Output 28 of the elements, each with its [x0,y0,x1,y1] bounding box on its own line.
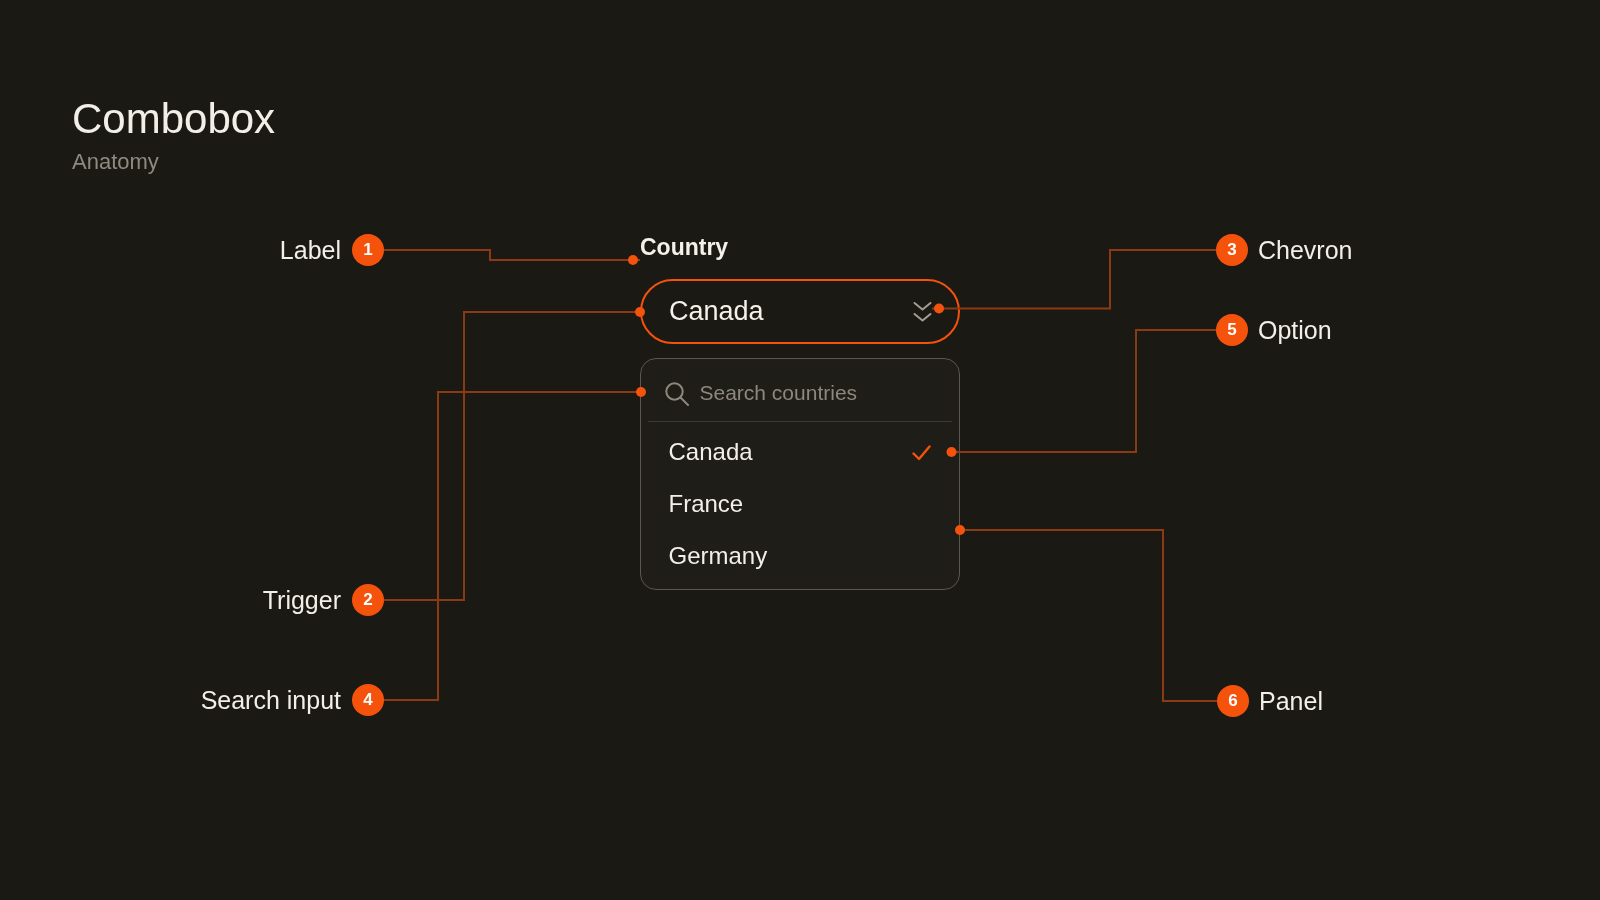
leader-line [383,307,645,601]
callout-number: 1 [352,234,384,266]
callout-number: 5 [1216,314,1248,346]
subtitle: Anatomy [72,149,159,175]
chevron-icon [913,301,932,323]
search-field: Search countries [641,359,958,421]
dropdown-field: Canada [640,279,960,344]
dropdown-option: Canada [647,425,952,478]
field-label: Country [640,234,729,260]
leader-line [955,525,1218,702]
callout-label: Trigger [262,585,341,615]
callout-label: Option [1258,315,1332,345]
callout-number: 6 [1217,685,1249,717]
leader-line [383,387,646,701]
callout-label: Label [279,235,341,265]
callout-number: 2 [352,584,384,616]
callout-number: 3 [1216,234,1248,266]
leader-line [383,249,641,265]
dropdown-panel [640,358,960,590]
callout-number: 4 [352,684,384,716]
dropdown-option: Germany [647,529,952,582]
dropdown-option: France [647,477,952,530]
leader-line [946,329,1217,457]
callout-label: Panel [1259,686,1323,716]
callout-label: Chevron [1258,235,1353,265]
callout-label: Search input [200,685,341,715]
leader-line [931,249,1217,314]
title: Combobox [72,98,276,140]
